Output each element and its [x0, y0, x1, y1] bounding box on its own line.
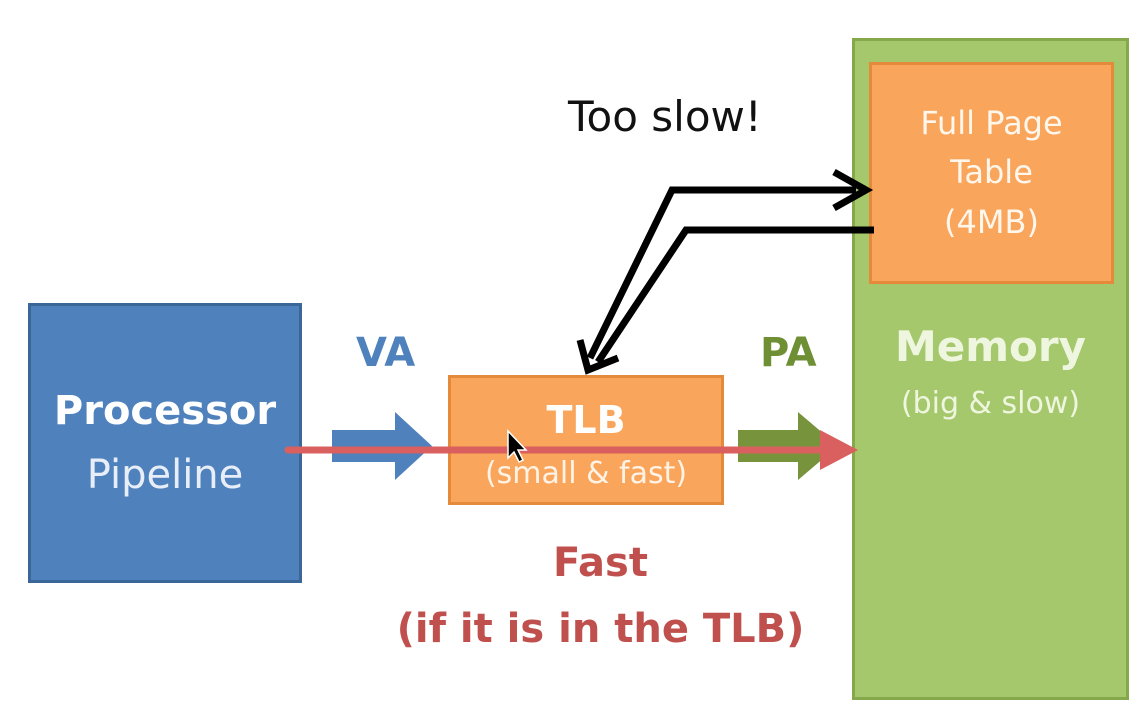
page-table-line1: Full Page [920, 103, 1063, 142]
memory-title: Memory [895, 322, 1086, 371]
pagetable-to-tlb-arrow [595, 226, 874, 364]
fast-condition-label: (if it is in the TLB) [396, 606, 805, 652]
full-page-table-box: Full Page Table (4MB) [869, 62, 1114, 284]
too-slow-label: Too slow! [568, 92, 762, 141]
page-table-line3: (4MB) [944, 202, 1039, 241]
pa-label: PA [760, 330, 817, 376]
page-table-line2: Table [950, 153, 1033, 192]
pa-arrow [738, 412, 838, 480]
mouse-cursor-icon [507, 429, 528, 464]
tlb-to-pagetable-arrow [586, 186, 856, 360]
slow-path-arrows [576, 168, 874, 375]
va-label: VA [356, 330, 416, 376]
processor-pipeline-box: Processor Pipeline [28, 303, 302, 583]
pipeline-label: Pipeline [86, 452, 244, 498]
tlb-title: TLB [546, 397, 626, 442]
fast-label: Fast [553, 540, 648, 586]
memory-subtitle: (big & slow) [900, 386, 1081, 421]
processor-label: Processor [53, 388, 277, 434]
tlb-box: TLB (small & fast) [448, 375, 724, 505]
fast-path-arrow [284, 430, 858, 470]
va-arrow [332, 412, 432, 480]
